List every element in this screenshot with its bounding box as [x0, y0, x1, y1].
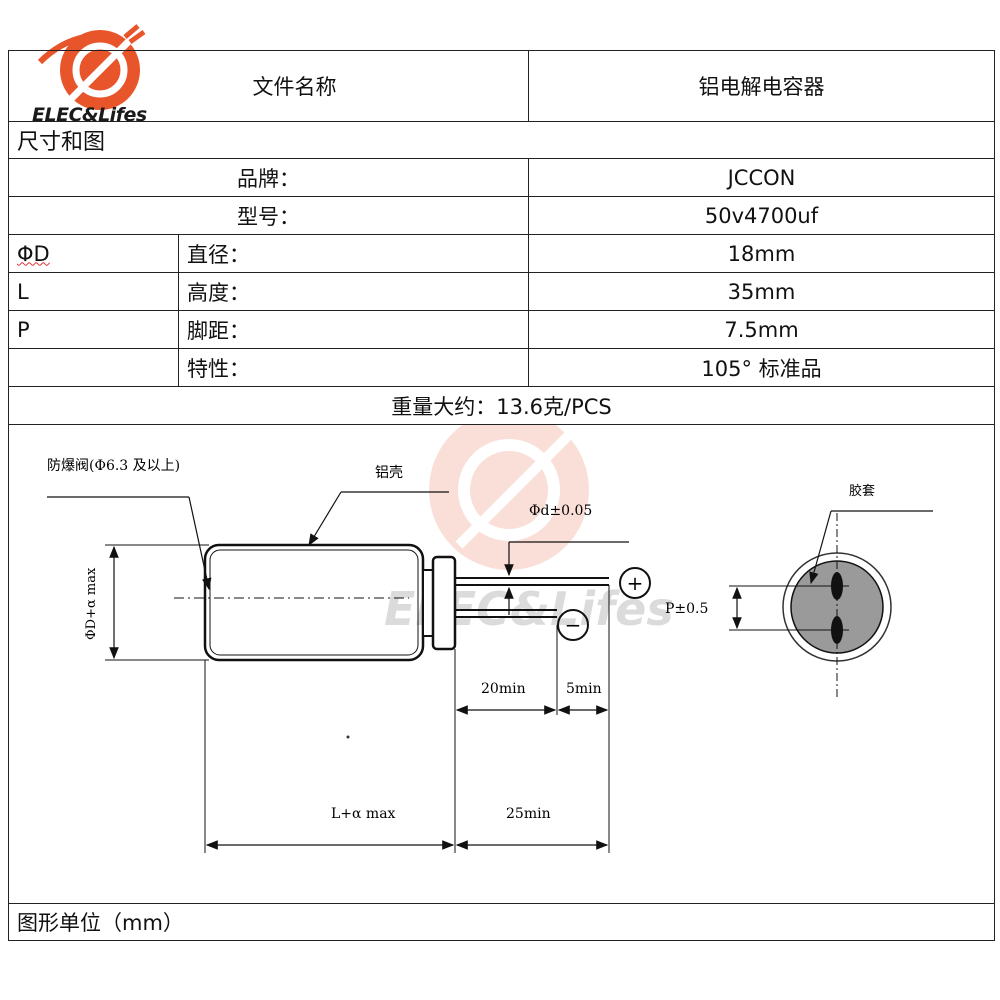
model-label: 型号：	[8, 196, 529, 235]
length-label: L+α max	[331, 806, 396, 822]
lead20-label: 20min	[481, 681, 526, 697]
model-value: 50v4700uf	[528, 196, 995, 235]
capacitor-drawing: ELEC&Lifes + − 防爆阀(Φ6	[47, 425, 933, 853]
unit-note-text: 图形单位（mm）	[8, 903, 995, 941]
minus-sign: −	[565, 613, 582, 637]
file-name-label: 文件名称	[8, 50, 529, 122]
spec-label: 特性：	[178, 348, 529, 387]
spec-row-diameter: ΦD 直径： 18mm	[8, 234, 995, 273]
spec-value: 7.5mm	[528, 310, 995, 349]
lead-dia-label: Φd±0.05	[529, 503, 592, 519]
sleeve-label: 胶套	[849, 483, 875, 499]
lead5-label: 5min	[566, 681, 602, 697]
spec-value: 18mm	[528, 234, 995, 273]
symbol-cell: L	[8, 272, 179, 311]
file-name-value: 铝电解电容器	[528, 50, 995, 122]
spec-row-feature: 特性： 105° 标准品	[8, 348, 995, 387]
spec-label: 脚距：	[178, 310, 529, 349]
section-row: 尺寸和图	[8, 121, 995, 159]
brand-row: 品牌： JCCON	[8, 158, 995, 197]
file-name-row: 文件名称 铝电解电容器	[8, 50, 995, 122]
symbol-text: ΦD	[17, 241, 50, 266]
plus-terminal-icon	[619, 567, 651, 599]
vent-label: 防爆阀(Φ6.3 及以上)	[47, 458, 180, 474]
spec-label: 高度：	[178, 272, 529, 311]
model-row: 型号： 50v4700uf	[8, 196, 995, 235]
shell-label: 铝壳	[375, 464, 403, 481]
diagram-cell: ELEC&Lifes + − 防爆阀(Φ6	[8, 424, 995, 904]
minus-terminal-icon	[557, 609, 589, 641]
section-dimensions-title: 尺寸和图	[8, 121, 995, 159]
weight-text: 重量大约：13.6克/PCS	[8, 386, 995, 425]
spec-row-height: L 高度： 35mm	[8, 272, 995, 311]
weight-row: 重量大约：13.6克/PCS	[8, 386, 995, 425]
watermark-icon	[429, 425, 589, 570]
plus-sign: +	[627, 571, 644, 595]
spec-value: 35mm	[528, 272, 995, 311]
diameter-label: ΦD+α max	[84, 567, 99, 640]
lead25-label: 25min	[506, 806, 551, 822]
spec-label: 直径：	[178, 234, 529, 273]
spec-row-pitch: P 脚距： 7.5mm	[8, 310, 995, 349]
unit-note-row: 图形单位（mm）	[8, 903, 995, 941]
symbol-cell: P	[8, 310, 179, 349]
spec-table: 文件名称 铝电解电容器 尺寸和图 品牌： JCCON 型号： 50v4700uf…	[8, 50, 995, 941]
symbol-cell: ΦD	[8, 234, 179, 273]
spec-value: 105° 标准品	[528, 348, 995, 387]
brand-label: 品牌：	[8, 158, 529, 197]
brand-value: JCCON	[528, 158, 995, 197]
rubber-seal	[422, 569, 434, 637]
pitch-label: P±0.5	[665, 601, 708, 617]
diagram-row: ELEC&Lifes + − 防爆阀(Φ6	[8, 424, 995, 904]
symbol-cell	[8, 348, 179, 387]
